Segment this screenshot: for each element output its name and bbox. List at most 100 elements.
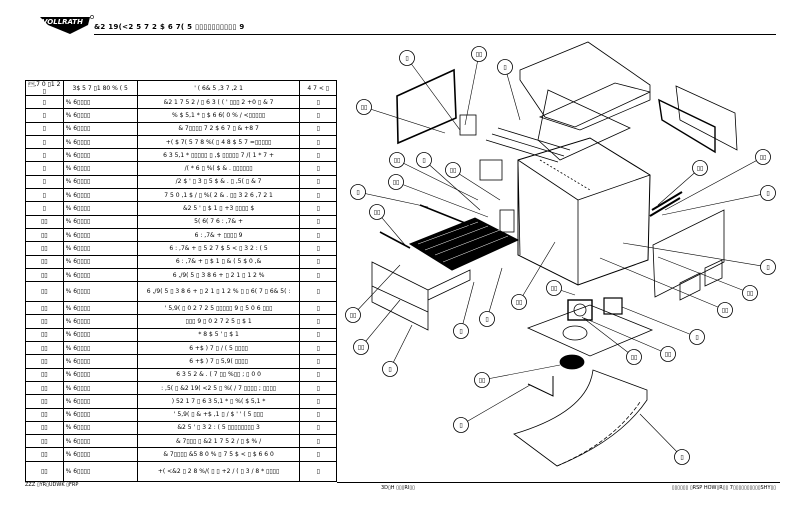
description-cell: & 7▯▯▯ ▯ &2 1 7 5 2 / ▯ $ % /	[136, 434, 301, 449]
part-number-cell: % 6▯▯▯▯	[62, 108, 138, 123]
description-cell: * 8 $ 5 ' ▯ $ 1	[136, 327, 301, 343]
callout-number: ▯▯	[722, 307, 729, 314]
table-row: ▯▯% 6▯▯▯▯' 5,9( ▯ 0 2 7 2 5 ▯▯▯▯▯ 9 ▯ 5 …	[25, 301, 337, 316]
callout-bubble: ▯▯	[356, 99, 372, 115]
exploded-parts-diagram: ▯▯▯▯▯▯▯▯▯▯▯▯▯▯▯▯▯▯▯▯▯▯▯▯▯▯▯▯▯▯▯▯▯▯▯▯▯▯▯▯…	[345, 41, 776, 467]
description-cell: &2 5 ' ▯ 3 2 : ( 5 ▯▯▯▯▯▯▯▯ 3	[136, 420, 301, 436]
description-cell: 6 ,/9( 5 ▯ 3 8 6 + ▯ 2 1 ▯ 1 2 %	[136, 267, 301, 283]
quantity-cell: ▯	[299, 241, 337, 256]
callout-number: ▯	[422, 157, 425, 164]
item-number-cell: ▯▯	[25, 327, 64, 343]
callout-number: ▯▯	[760, 154, 767, 161]
callout-bubble: ▯▯	[692, 160, 708, 176]
header-qty: 4 7 < ▯	[299, 80, 337, 96]
fan	[567, 299, 593, 321]
description-cell: 6 +$ ) 7 ▯ 5,9( ▯▯▯▯	[136, 354, 301, 369]
table-row: ▯% 6▯▯▯▯+( $ 7( 5 7 8 %( ▯ 4 8 $ 5 7 =▯▯…	[25, 134, 337, 150]
table-row: ▯▯% 6▯▯▯▯6 : ,7& + ▯▯▯▯ 9▯	[25, 227, 337, 243]
part-number-cell: % 6▯▯▯▯	[62, 460, 138, 482]
description-cell: ▯▯▯ 9 ▯ 0 2 7 2 5 ▯ $ 1	[136, 314, 301, 329]
item-number-cell: ▯	[25, 201, 64, 216]
item-number-cell: ▯▯	[25, 447, 64, 462]
table-right-border	[336, 80, 337, 482]
callout-number: ▯▯	[697, 165, 704, 172]
item-number-cell: ▯▯	[25, 394, 64, 409]
callout-number: ▯▯	[551, 285, 558, 292]
item-number-cell: ▯▯	[25, 227, 64, 243]
item-number-cell: ▯▯	[25, 407, 64, 422]
quantity-cell: ▯	[299, 407, 337, 422]
item-number-cell: ▯	[25, 161, 64, 176]
quantity-cell: ▯	[299, 447, 337, 462]
item-number-cell: ▯	[25, 121, 64, 136]
callout-bubble: ▯	[760, 185, 776, 201]
quantity-cell: ▯	[299, 314, 337, 329]
footer-website: ZZZ ▯YR▯UDWK ▯FRP	[25, 482, 79, 488]
callout-number: ▯▯	[394, 157, 401, 164]
callout-bubble: ▯▯	[471, 46, 487, 62]
callout-bubble: ▯▯	[546, 280, 562, 296]
item-number-cell: ▯▯	[25, 241, 64, 256]
part-number-cell: % 6▯▯▯▯	[62, 254, 138, 269]
quantity-cell: ▯	[299, 227, 337, 243]
callout-bubble: ▯	[479, 311, 495, 327]
quantity-cell: ▯	[299, 420, 337, 436]
vollrath-logo: VOLLRATH	[40, 15, 94, 34]
quantity-cell: ▯	[299, 380, 337, 396]
description-cell: 6 3 5,1 * ▯▯▯▯▯ ▯ ,$ ▯▯▯▯▯ 7 /( 1 * 7 +	[136, 148, 301, 163]
part-number-cell: % 6▯▯▯▯	[62, 134, 138, 150]
header-description: ' ( 6& 5 ,3 7 ,2 1	[136, 80, 301, 96]
quantity-cell: ▯	[299, 108, 337, 123]
part-number-cell: % 6▯▯▯▯	[62, 434, 138, 449]
quantity-cell: ▯	[299, 214, 337, 229]
item-number-cell: ▯▯	[25, 267, 64, 283]
description-cell: +( $ 7( 5 7 8 %( ▯ 4 8 $ 5 7 =▯▯▯▯▯	[136, 134, 301, 150]
table-header-row: ,7 0 ▯1 2 ▯ 3$ 5 7 ▯1 80 % ( 5 ' ( 6& 5…	[25, 80, 337, 96]
callout-number: ▯▯	[631, 354, 638, 361]
description-cell: 6 : ,7& + ▯ 5 2 7 $ 5 < ▯ 3 2 : ( 5	[136, 241, 301, 256]
description-cell: 6 : ,7& + ▯▯▯▯ 9	[136, 227, 301, 243]
part-number-cell: % 6▯▯▯▯	[62, 281, 138, 303]
table-row: ▯▯% 6▯▯▯▯6 +$ ) 7 ▯ / ( 5 ▯▯▯▯▯	[25, 341, 337, 356]
part-number-cell: % 6▯▯▯▯	[62, 267, 138, 283]
description-cell: & 7▯▯▯▯ 7 2 $ 6 7 ▯ & +8 7	[136, 121, 301, 136]
callout-number: ▯	[405, 55, 408, 62]
table-row: ▯% 6▯▯▯▯7 5 0 ,1 $ / ▯ %( 2 & . ▯▯ 3 2 6…	[25, 188, 337, 203]
quantity-cell: ▯	[299, 281, 337, 303]
description-cell: & 7▯▯▯▯ &5 8 0 % ▯ 7 5 $ < ▯ $ 6 6 0	[136, 447, 301, 462]
table-row: ▯▯% 6▯▯▯▯▯▯▯ 9 ▯ 0 2 7 2 5 ▯ $ 1▯	[25, 314, 337, 329]
callout-number: ▯	[459, 422, 462, 429]
description-cell: 6 ,/9( 5 ▯ 3 8 6 + ▯ 2 1 ▯ 1 2 % ▯ ▯ 6( …	[136, 281, 301, 303]
part-number-cell: % 6▯▯▯▯	[62, 314, 138, 329]
table-row: ▯▯% 6▯▯▯▯6 +$ ) 7 ▯ 5,9( ▯▯▯▯▯	[25, 354, 337, 369]
callout-number: ▯▯	[374, 209, 381, 216]
quantity-cell: ▯	[299, 121, 337, 136]
header-item-no: ,7 0 ▯1 2 ▯	[25, 80, 64, 96]
item-number-cell: ▯▯	[25, 341, 64, 356]
table-row: ▯% 6▯▯▯▯% $ 5,1 * ▯ $ 6 6( 0 % / <▯▯▯▯▯▯	[25, 108, 337, 123]
part-number-cell: % 6▯▯▯▯	[62, 121, 138, 136]
table-row: ▯▯% 6▯▯▯▯6 ,/9( 5 ▯ 3 8 6 + ▯ 2 1 ▯ 1 2 …	[25, 267, 337, 283]
description-cell: 5( 6( 7 6 : ,7& +	[136, 214, 301, 229]
item-number-cell: ▯▯	[25, 420, 64, 436]
callout-number: ▯	[503, 64, 506, 71]
table-row: ▯▯% 6▯▯▯▯) 52 1 7 ▯ 6 3 5,1 * ▯ %( $ 5,1…	[25, 394, 337, 409]
quantity-cell: ▯	[299, 254, 337, 269]
table-row: ▯▯% 6▯▯▯▯6 3 5 2 & . ( 7 ▯▯ %▯▯ ; ▯ 0 0▯	[25, 367, 337, 382]
item-number-cell: ▯▯	[25, 354, 64, 369]
callout-bubble: ▯▯	[369, 204, 385, 220]
callout-bubble: ▯▯	[511, 294, 527, 310]
callout-bubble: ▯▯	[445, 162, 461, 178]
quantity-cell: ▯	[299, 94, 337, 110]
callout-number: ▯	[356, 189, 359, 196]
callout-bubble: ▯	[760, 259, 776, 275]
base-plate	[526, 304, 654, 357]
item-number-cell: ▯▯	[25, 281, 64, 303]
description-cell: : ,5( ▯ &2 19( <2 5 ▯ %( / 7 ▯▯▯▯ ; ▯▯▯▯	[136, 380, 301, 396]
table-row: ▯▯% 6▯▯▯▯6 : ,7& + ▯ $ 1 ▯ & ( 5 $ 0 ,&▯	[25, 254, 337, 269]
part-number-cell: % 6▯▯▯▯	[62, 188, 138, 203]
callout-bubble: ▯▯	[717, 302, 733, 318]
part-number-cell: % 6▯▯▯▯	[62, 394, 138, 409]
callout-bubble: ▯	[689, 329, 705, 345]
front-tray	[371, 261, 429, 331]
